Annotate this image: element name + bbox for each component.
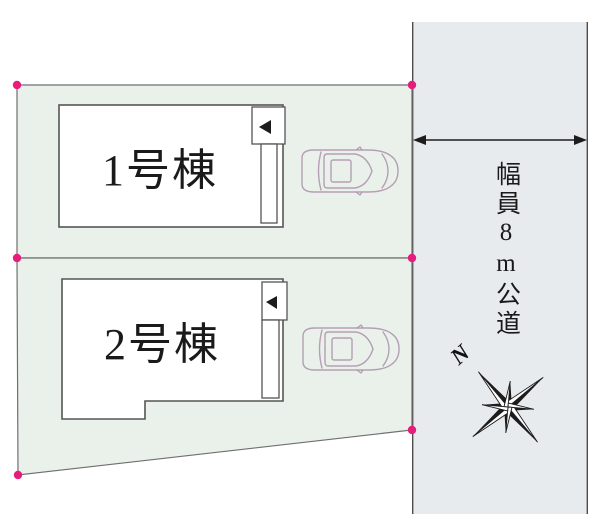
building-2-balcony [261,319,280,399]
road-width-label: 幅員8m公道 [492,160,520,339]
building-1-body [58,104,284,228]
lot-corner-markers [12,80,417,480]
corner-dot [407,253,417,263]
building-1-entrance-arrow-icon [259,120,271,134]
building-2-entrance-arrow-icon [266,296,277,309]
corner-dot [407,425,417,435]
corner-dot [13,470,23,480]
corner-dot [12,80,22,90]
road-surface [412,22,588,514]
compass-dark-points [472,371,544,443]
building-1-balcony [260,143,278,224]
corner-dot [12,253,22,263]
building-1-footprint [58,104,286,228]
compass-rose-icon [472,371,544,443]
road-width-arrowhead-right-icon [574,135,587,145]
corner-dot [407,80,417,90]
road-width-arrow [413,135,587,145]
road-width-arrowhead-left-icon [413,135,426,145]
compass-light-points [472,371,544,443]
building-2-body [61,278,284,420]
building-2-footprint [61,278,288,420]
